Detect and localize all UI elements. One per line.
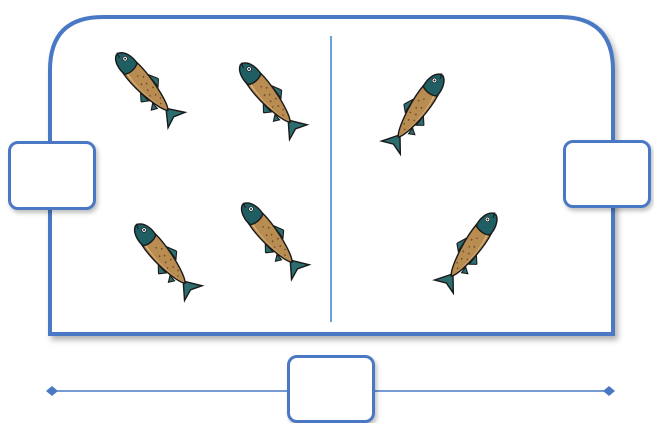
left-part-answer-box[interactable] [8, 141, 96, 210]
total-answer-box[interactable] [287, 355, 375, 423]
range-left-end [46, 386, 58, 396]
range-right-end [603, 386, 615, 396]
right-part-answer-box[interactable] [563, 140, 651, 208]
